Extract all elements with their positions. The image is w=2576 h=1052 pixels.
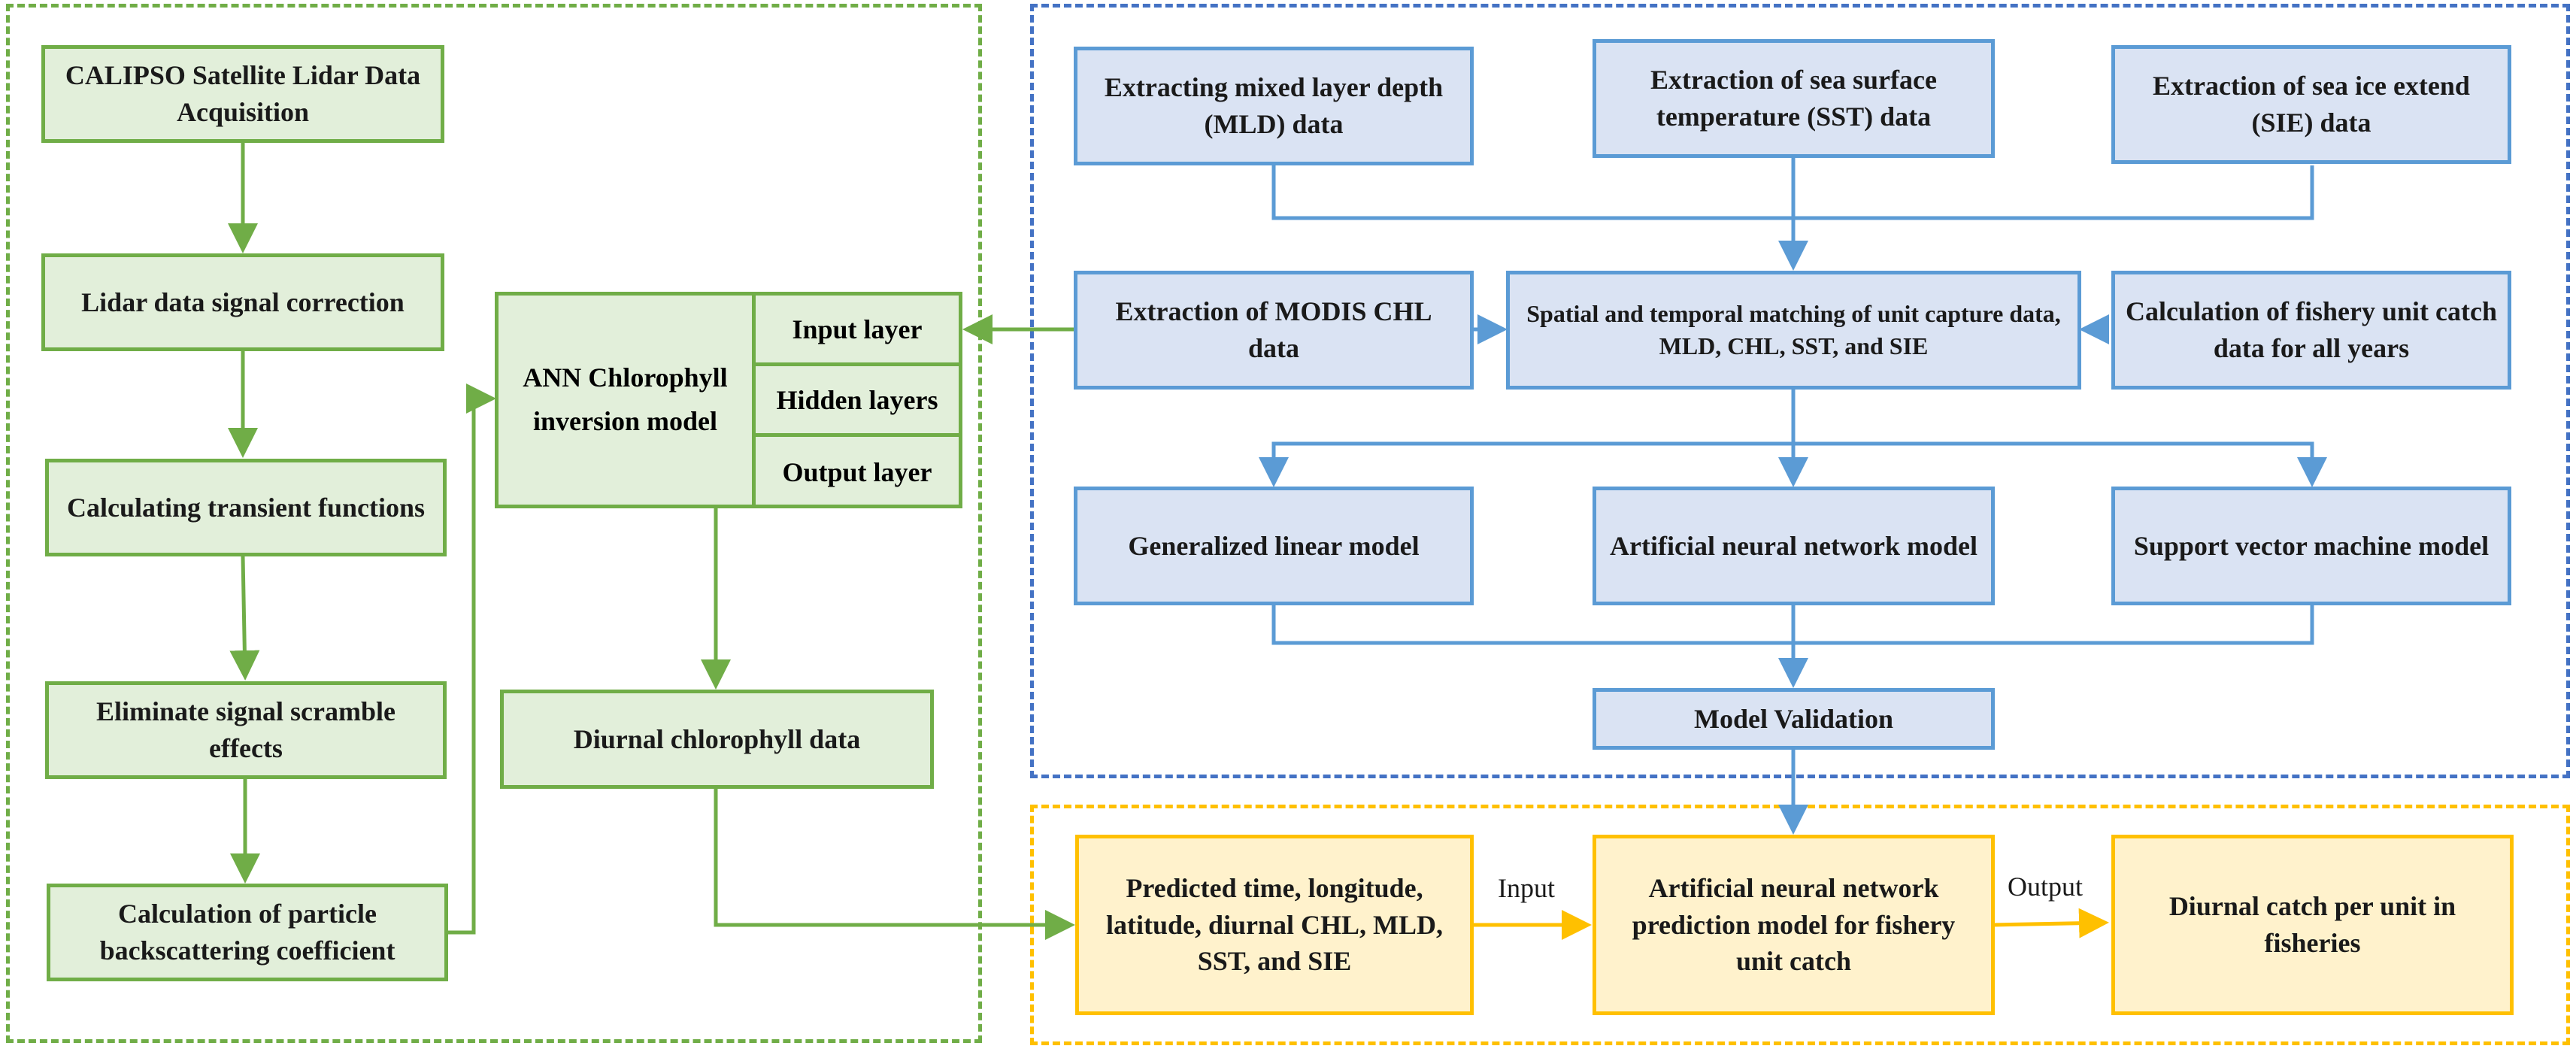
box-modis: Extraction of MODIS CHL data [1074,271,1474,390]
arrow-backscatter-to-ann [448,384,496,935]
box-svm: Support vector machine model [2111,487,2511,605]
modeling-region [1030,4,2570,778]
box-predicted-inputs: Predicted time, longitude, latitude, diu… [1075,835,1474,1015]
box-mld: Extracting mixed layer depth (MLD) data [1074,47,1474,165]
input-label: Input [1498,873,1555,903]
box-fishery-catch: Calculation of fishery unit catch data f… [2111,271,2511,390]
output-layer: Output layer [752,437,959,508]
box-ann-model: Artificial neural network model [1593,487,1995,605]
box-sie: Extraction of sea ice extend (SIE) data [2111,45,2511,164]
box-transient-functions: Calculating transient functions [45,459,447,556]
ann-inversion-model: ANN Chlorophyll inversion model Input la… [495,292,962,508]
preprocessing-region [6,4,982,1043]
box-matching: Spatial and temporal matching of unit ca… [1506,271,2081,390]
box-glm: Generalized linear model [1074,487,1474,605]
box-diurnal-catch: Diurnal catch per unit in fisheries [2111,835,2514,1015]
box-calipso: CALIPSO Satellite Lidar Data Acquisition [41,45,444,143]
box-scramble: Eliminate signal scramble effects [45,681,447,779]
arrow-split-left [1259,441,1793,487]
input-layer: Input layer [752,296,959,366]
output-label: Output [2008,872,2084,902]
arrow-diurnal-to-predicted [714,789,1075,940]
box-sst: Extraction of sea surface temperature (S… [1593,39,1995,158]
box-signal-correction: Lidar data signal correction [41,253,444,351]
ann-inversion-title: ANN Chlorophyll inversion model [523,362,728,436]
box-ann-prediction: Artificial neural network prediction mod… [1593,835,1995,1015]
hidden-layers: Hidden layers [752,366,959,437]
box-model-validation: Model Validation [1593,688,1995,750]
box-diurnal-chlorophyll: Diurnal chlorophyll data [500,690,934,789]
arrow-split-right [1793,441,2327,487]
box-backscattering: Calculation of particle backscattering c… [47,884,448,981]
arrow-ann-to-catch [1992,908,2109,938]
arrow-transient-to-scramble [229,556,260,681]
